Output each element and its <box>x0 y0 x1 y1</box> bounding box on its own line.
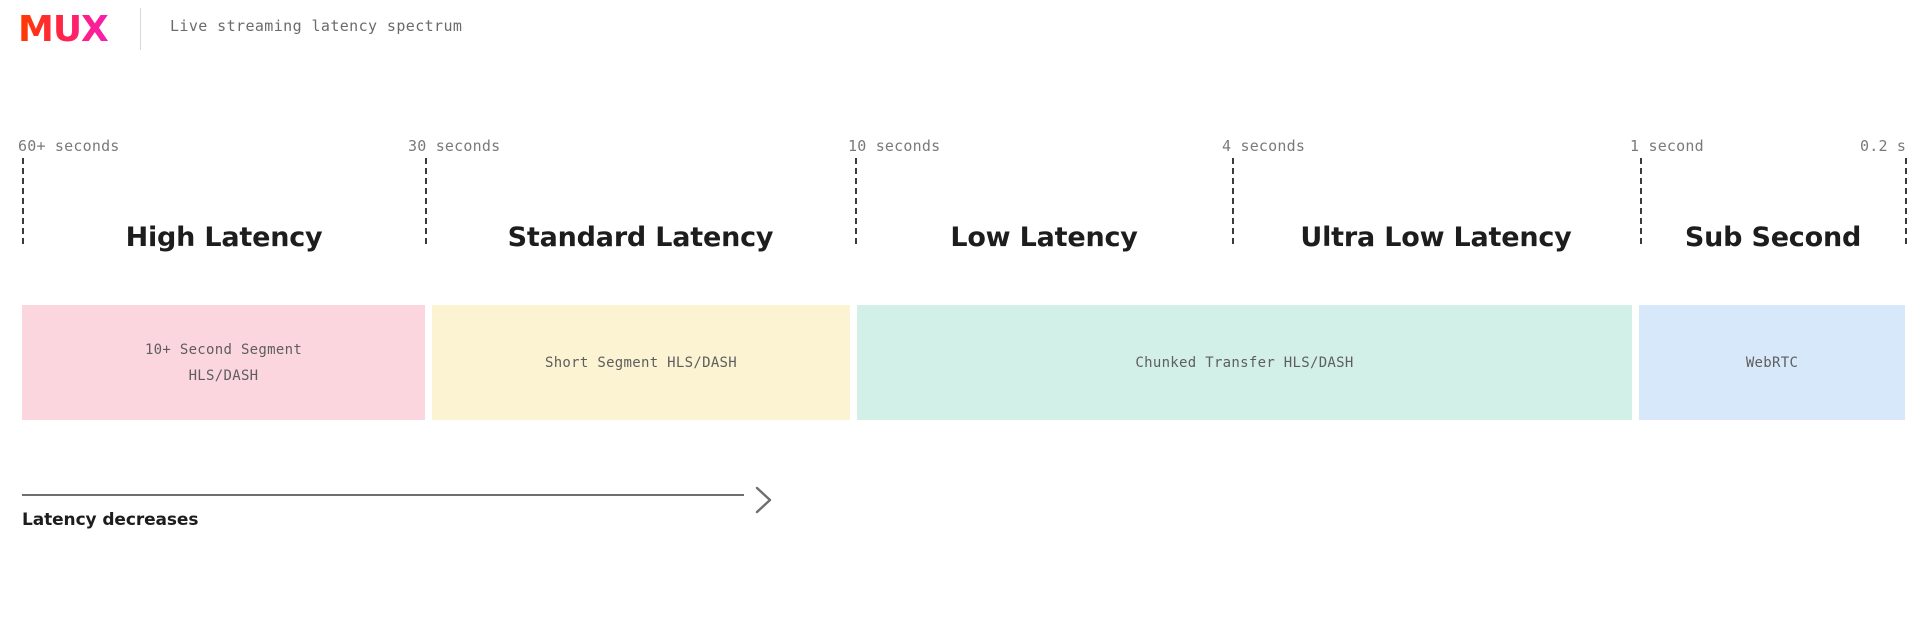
category-label-high-latency: High Latency <box>125 222 323 253</box>
arrow-right-icon <box>727 483 772 514</box>
tick-label: 60+ seconds <box>18 137 120 155</box>
header-divider <box>140 8 141 50</box>
arrow-line <box>22 494 744 496</box>
header: MUX Live streaming latency spectrum <box>0 0 1920 66</box>
divider-line <box>1905 158 1907 244</box>
arrow-caption: Latency decreases <box>22 510 199 530</box>
technology-bar-label: Chunked Transfer HLS/DASH <box>1135 354 1354 371</box>
divider-line <box>1232 158 1234 244</box>
tick-label: 30 seconds <box>408 137 501 155</box>
page-title: Live streaming latency spectrum <box>170 17 463 35</box>
tick-label: 4 seconds <box>1222 137 1306 155</box>
category-label-sub-second: Sub Second <box>1684 222 1862 253</box>
tick-label: 1 second <box>1630 137 1704 155</box>
technology-bar-label: WebRTC <box>1745 354 1799 371</box>
category-label-low-latency: Low Latency <box>950 222 1138 253</box>
tick-label: 10 seconds <box>848 137 941 155</box>
category-label-standard-latency: Standard Latency <box>507 222 774 253</box>
divider-line <box>855 158 857 244</box>
technology-bar-label: Short Segment HLS/DASH <box>544 354 738 371</box>
technology-bar: Chunked Transfer HLS/DASH <box>857 305 1632 420</box>
divider-line <box>22 158 24 244</box>
mux-logo: MUX <box>18 9 109 50</box>
tick-label: 0.2 s <box>1860 137 1907 155</box>
technology-bar: Short Segment HLS/DASH <box>432 305 850 420</box>
divider-line <box>425 158 427 244</box>
divider-line <box>1640 158 1642 244</box>
category-label-ultra-low-latency: Ultra Low Latency <box>1300 222 1572 253</box>
technology-bar: WebRTC <box>1639 305 1905 420</box>
